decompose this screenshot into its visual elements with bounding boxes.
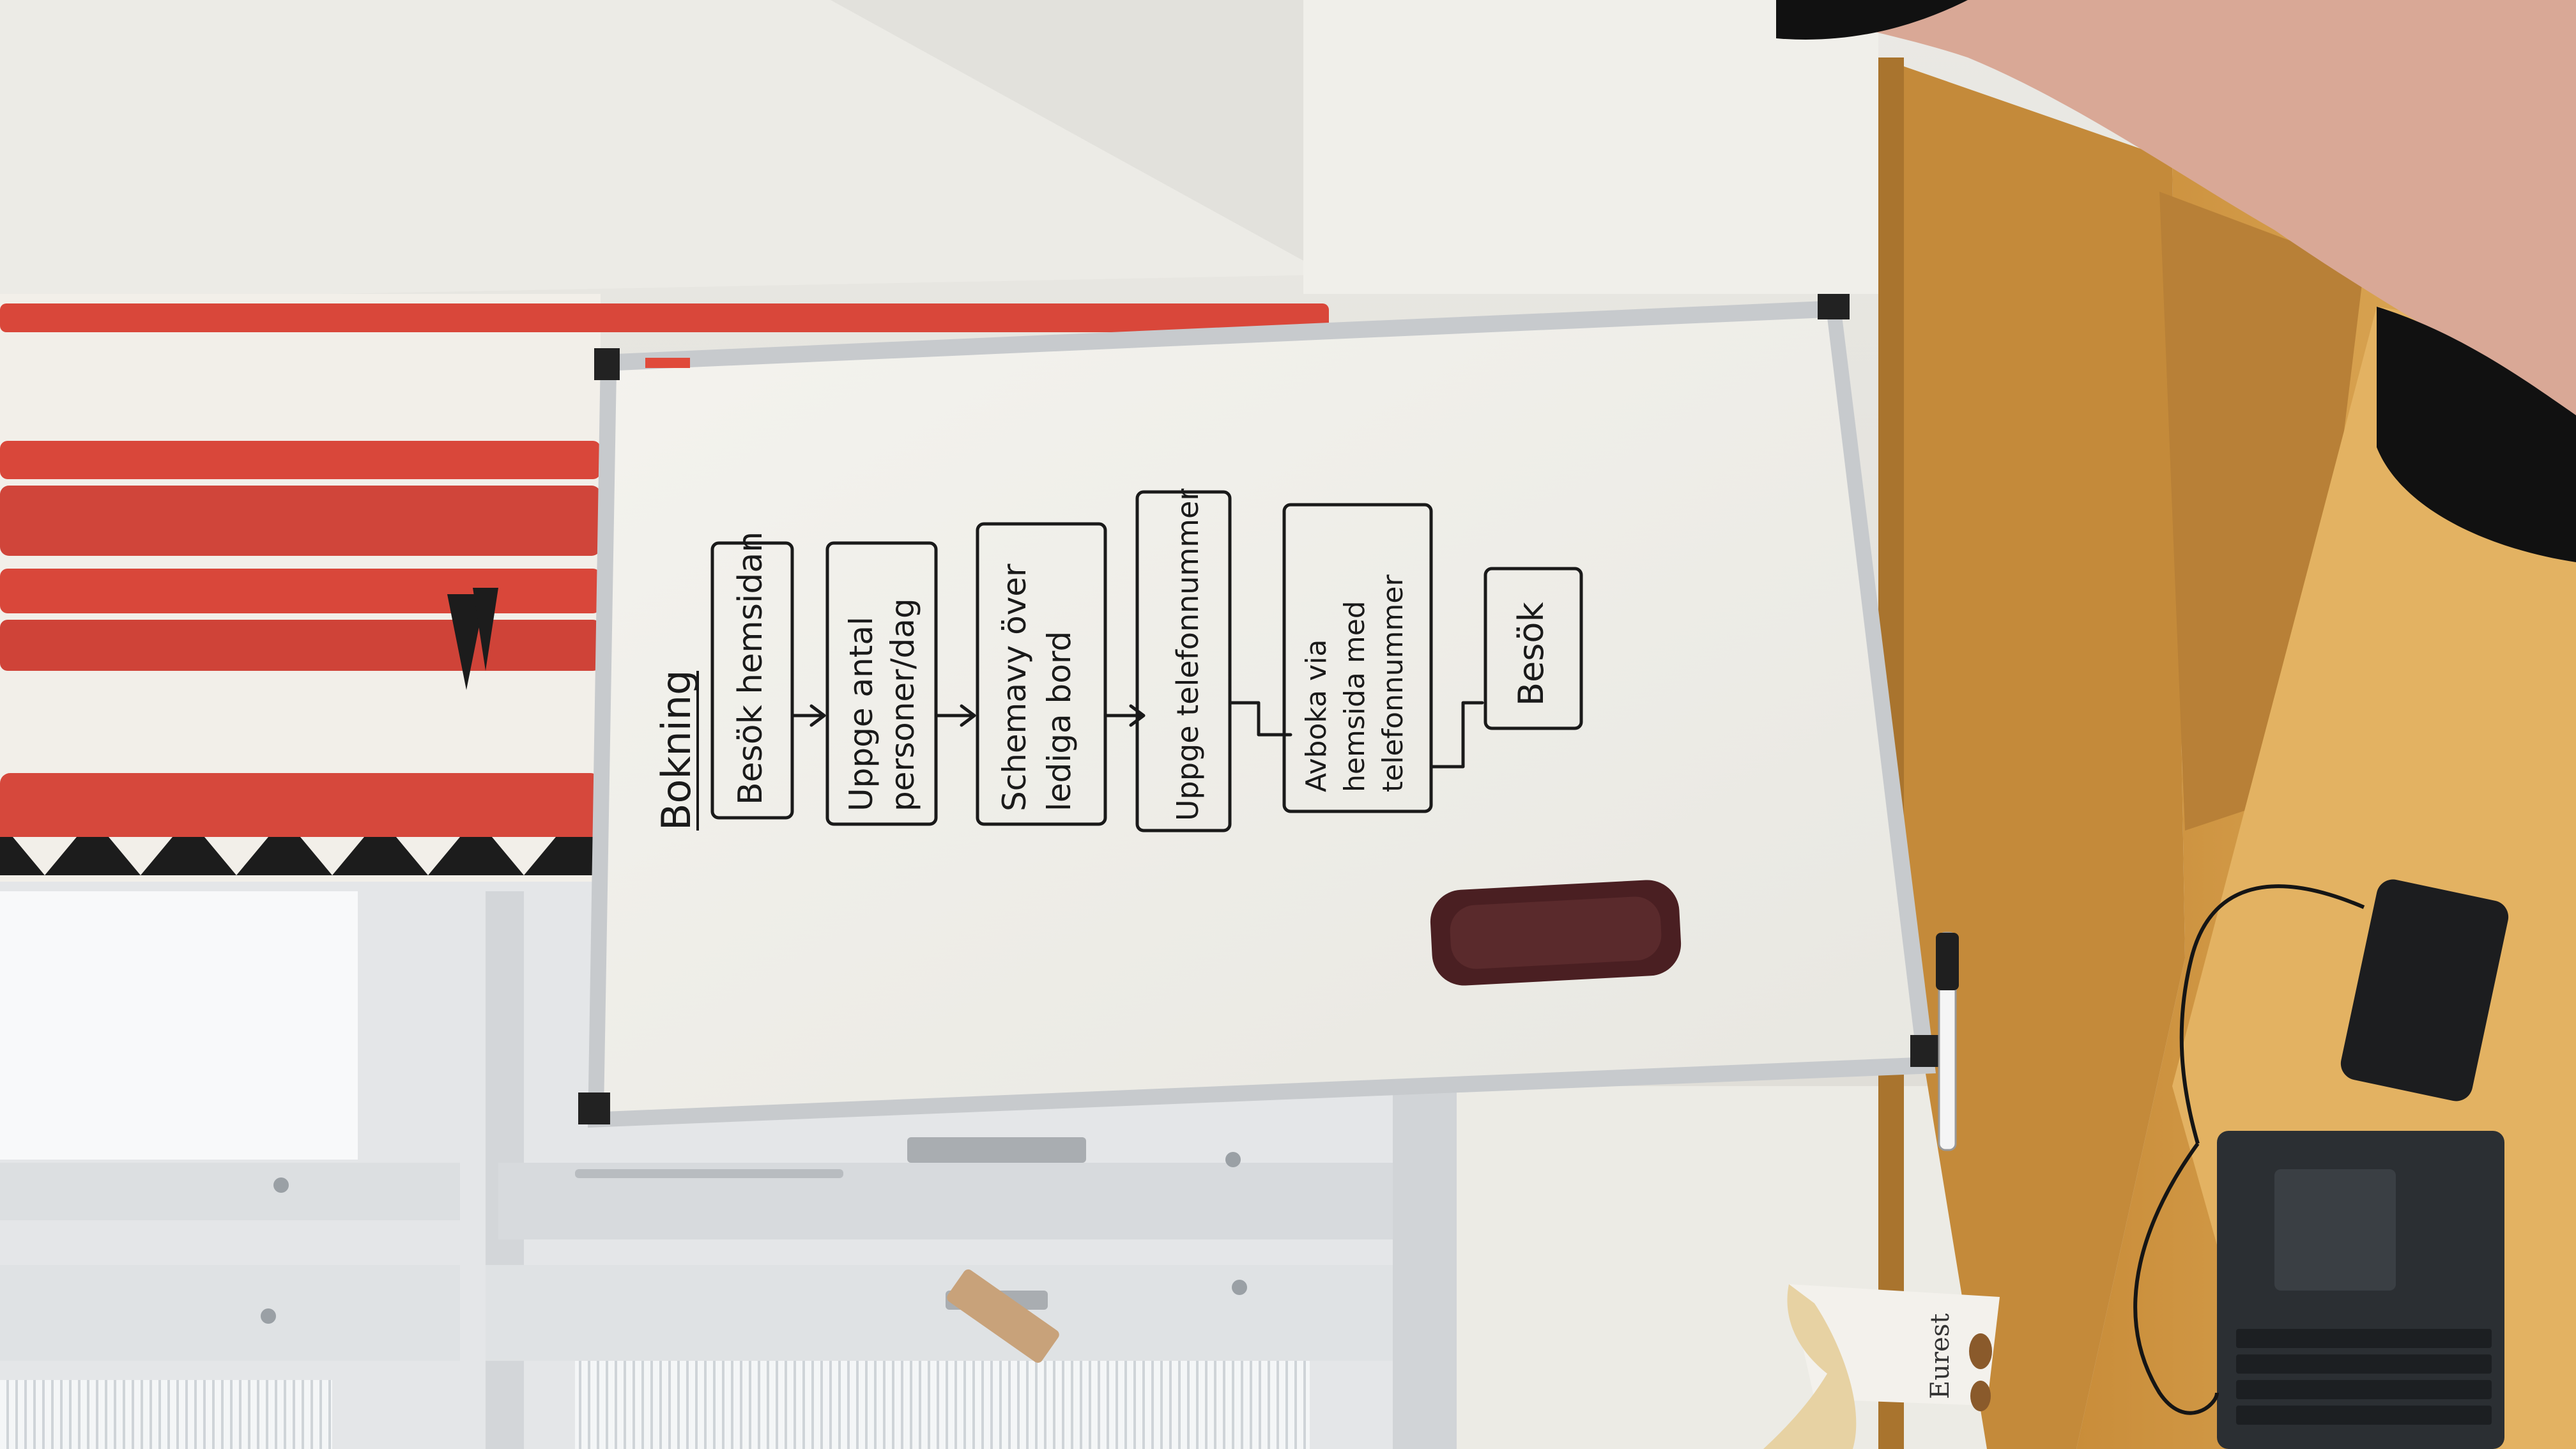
step-box-1: [710, 541, 794, 820]
laptop: [2133, 1131, 2504, 1449]
cup-brand-label: Eurest: [1926, 1314, 1955, 1399]
step-box-6: [1483, 567, 1583, 730]
step-2-line-1: Uppge antal: [843, 617, 880, 811]
flowchart-heading: Bokning: [653, 670, 700, 831]
step-4-line-1: Uppge telefonnummer: [1170, 489, 1205, 821]
step-3-line-2: lediga bord: [1041, 631, 1078, 811]
step-3-line-1: Schemavy över: [996, 564, 1033, 811]
person-arm: [1776, 0, 2576, 562]
step-box-5: [1282, 503, 1433, 813]
step-box-4: [1135, 490, 1232, 832]
window: [0, 882, 2006, 1449]
coffee-cup: Eurest: [1763, 1284, 2000, 1449]
phone: [2179, 879, 2509, 1144]
step-5-line-1: Avboka via: [1300, 640, 1333, 792]
step-6-line-1: Besök: [1511, 602, 1551, 706]
step-5-line-3: telefonnummer: [1377, 574, 1409, 792]
step-1-line-1: Besök hemsidan: [732, 532, 770, 805]
flowchart: Bokning Besök hemsidan Uppge antal perso…: [653, 489, 1583, 832]
whiteboard: [578, 294, 1959, 1151]
eraser: [1430, 880, 1682, 986]
curtain: [0, 294, 1329, 882]
step-box-3: [976, 522, 1107, 826]
step-box-2: [825, 541, 938, 826]
step-5-line-2: hemsida med: [1338, 601, 1371, 792]
step-2-line-2: personer/dag: [884, 598, 921, 811]
